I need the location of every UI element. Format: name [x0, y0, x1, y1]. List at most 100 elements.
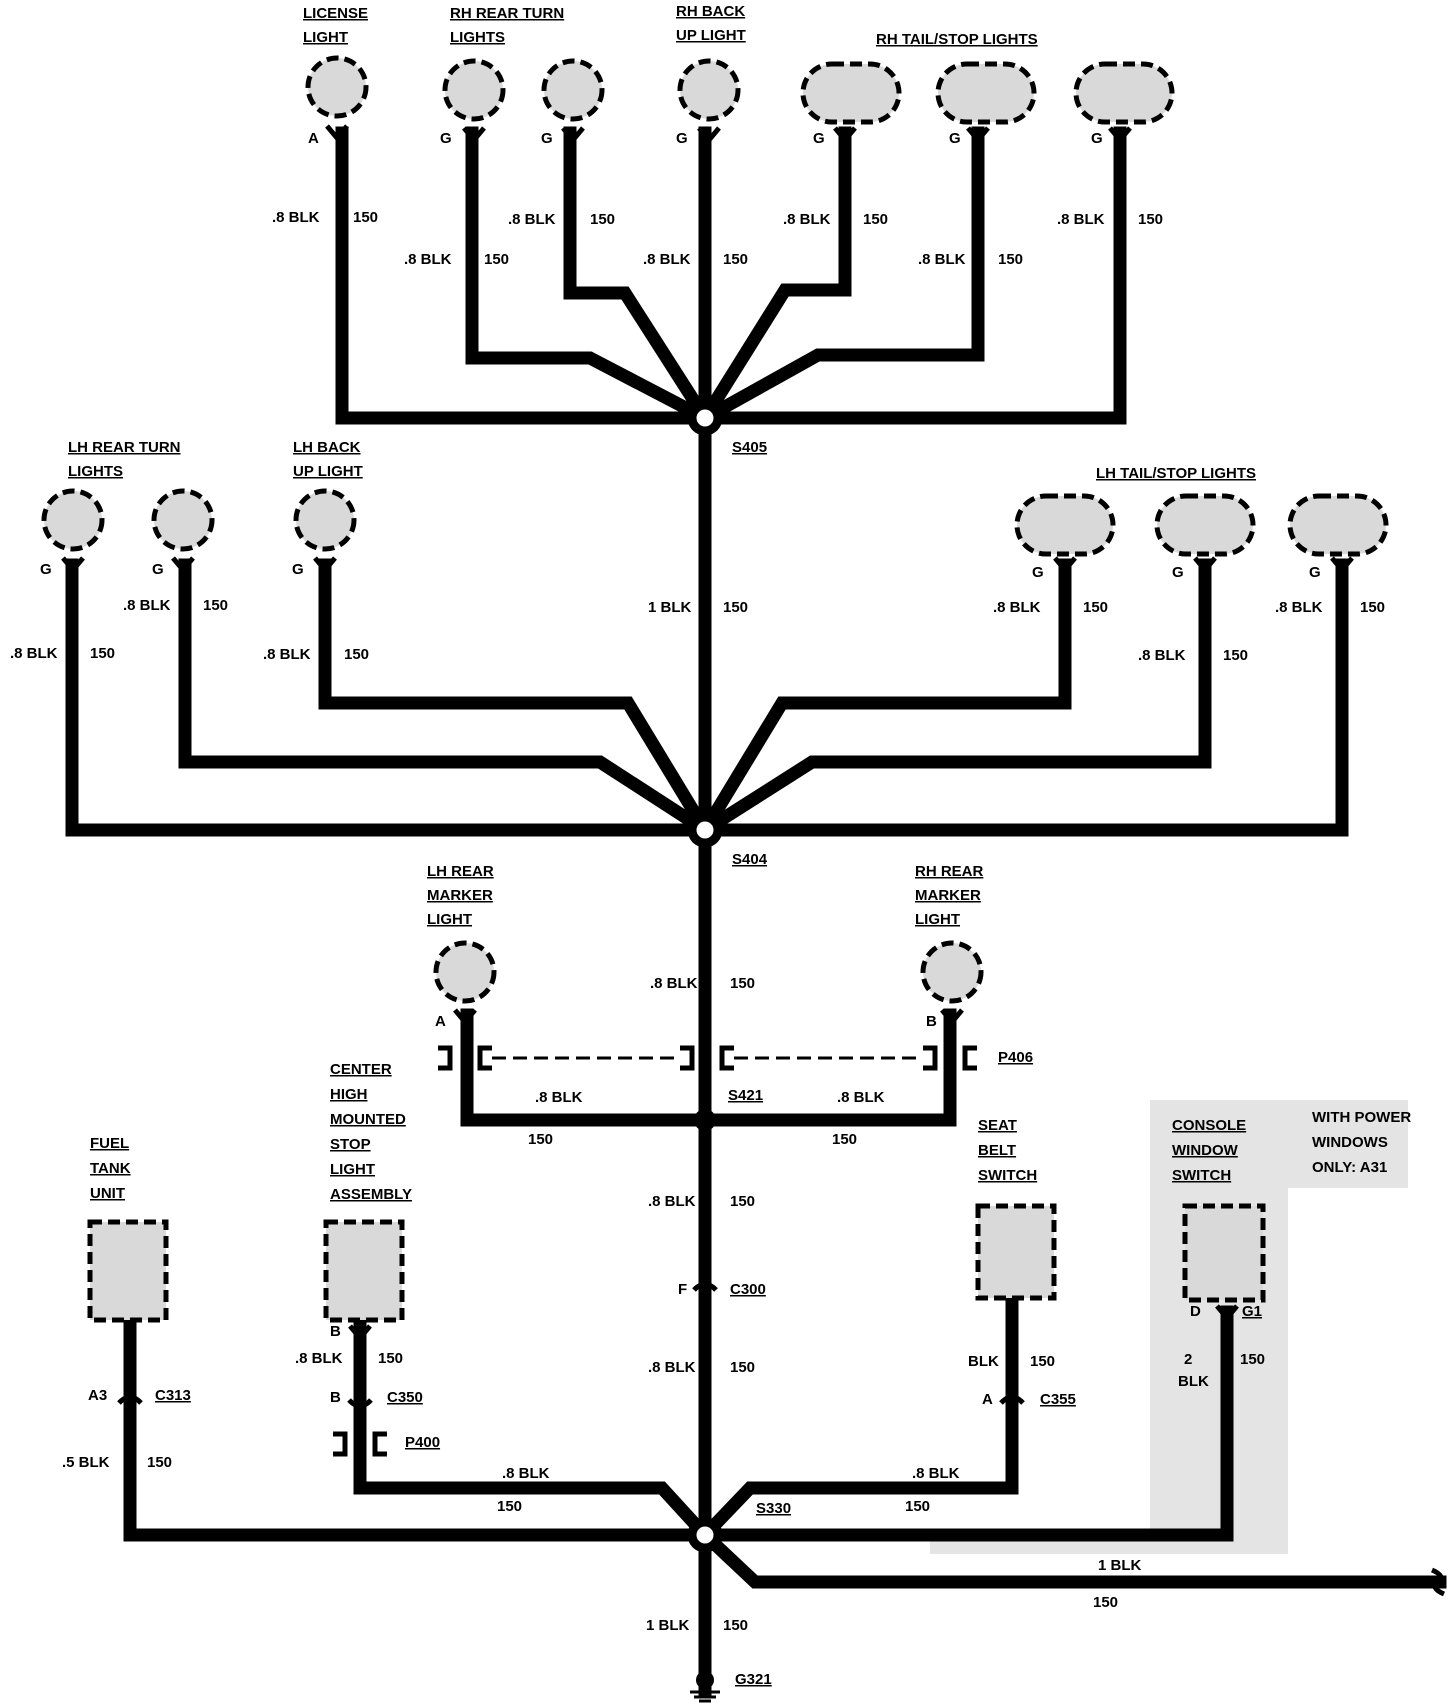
rh-tail-stop-light-1 — [800, 61, 902, 144]
console-window-label-2: WINDOW — [1172, 1142, 1239, 1159]
wire-label: .8 BLK — [272, 209, 320, 226]
g321-label: G321 — [735, 1671, 772, 1688]
splice-s405-label: S405 — [732, 439, 767, 456]
rh-rear-turn-label-2: LIGHTS — [450, 29, 505, 46]
circuit-label: 150 — [723, 599, 748, 616]
circuit-label: 150 — [1138, 211, 1163, 228]
wire-label: .8 BLK — [648, 1193, 696, 1210]
lh-tail-stop-light-1 — [1014, 493, 1116, 574]
circuit-label: 150 — [723, 251, 748, 268]
pin-label: B — [330, 1323, 341, 1340]
terminal-icon — [325, 124, 349, 142]
circuit-label: 150 — [590, 211, 615, 228]
ground-icon — [690, 1671, 720, 1703]
splice-s330 — [687, 1517, 723, 1553]
lh-tail-stop-light-3 — [1287, 493, 1389, 574]
fuel-tank-label-1: FUEL — [90, 1135, 129, 1152]
circuit-label: 150 — [723, 1617, 748, 1634]
circuit-label: 150 — [484, 251, 509, 268]
circuit-label: 150 — [353, 209, 378, 226]
lh-back-up-label-1: LH BACK — [293, 439, 361, 456]
rh-rear-marker-light — [920, 940, 984, 1026]
terminal-icon — [462, 126, 486, 144]
chmsl-assembly — [323, 1219, 405, 1323]
off-page-break-icon — [1430, 1567, 1446, 1597]
fuel-tank-label-2: TANK — [90, 1160, 131, 1177]
power-windows-note-1: WITH POWER — [1312, 1109, 1411, 1126]
pin-label: D — [1190, 1303, 1201, 1320]
lh-rear-marker-light — [433, 940, 497, 1026]
pin-label: G — [1091, 130, 1103, 147]
splice-s405 — [687, 400, 723, 436]
circuit-label: 150 — [497, 1498, 522, 1515]
c355-label: C355 — [1040, 1391, 1076, 1408]
lh-rear-turn-light-1 — [41, 488, 105, 574]
s404-branch-wires — [65, 558, 1349, 1542]
circuit-label: 150 — [863, 211, 888, 228]
pin-label: G — [440, 130, 452, 147]
terminal-icon — [966, 126, 990, 144]
circuit-label: 150 — [730, 1359, 755, 1376]
seat-belt-label-2: BELT — [978, 1142, 1016, 1159]
s421-branch-wires — [460, 1008, 957, 1127]
circuit-label: 150 — [1240, 1351, 1265, 1368]
seat-belt-label-1: SEAT — [978, 1117, 1017, 1134]
chmsl-label-3: MOUNTED — [330, 1111, 406, 1128]
chmsl-label-1: CENTER — [330, 1061, 392, 1078]
fuel-tank-unit — [87, 1219, 169, 1323]
splice-s421-label: S421 — [728, 1087, 763, 1104]
circuit-label: 150 — [998, 251, 1023, 268]
pin-label: B — [330, 1389, 341, 1406]
rh-rear-marker-label-1: RH REAR — [915, 863, 984, 880]
wire-label: .8 BLK — [650, 975, 698, 992]
wire-label: .8 BLK — [918, 251, 966, 268]
splice-s404 — [687, 812, 723, 848]
wire-label: .8 BLK — [783, 211, 831, 228]
rh-rear-turn-label-1: RH REAR TURN — [450, 5, 564, 22]
wire-label: .8 BLK — [1057, 211, 1105, 228]
wire-label: .8 BLK — [648, 1359, 696, 1376]
wire-label: .8 BLK — [837, 1089, 885, 1106]
lh-rear-marker-label-2: MARKER — [427, 887, 493, 904]
c313-connector — [117, 1394, 143, 1405]
wire-label: .8 BLK — [993, 599, 1041, 616]
circuit-label: 150 — [203, 597, 228, 614]
terminal-icon — [61, 556, 85, 574]
p400-label: P400 — [405, 1434, 440, 1451]
wire-label: .8 BLK — [123, 597, 171, 614]
circuit-label: 150 — [90, 645, 115, 662]
wire-label: BLK — [1178, 1373, 1209, 1390]
circuit-label: 150 — [1093, 1594, 1118, 1611]
terminal-icon — [348, 1324, 372, 1342]
wire-label: .8 BLK — [1138, 647, 1186, 664]
terminal-icon — [833, 126, 857, 144]
license-light-label-2: LIGHT — [303, 29, 348, 46]
chmsl-label-5: LIGHT — [330, 1161, 375, 1178]
wire-label: .8 BLK — [295, 1350, 343, 1367]
seat-belt-switch — [975, 1203, 1057, 1301]
license-light — [305, 55, 369, 142]
p400-connector — [333, 1431, 387, 1457]
c350-connector — [347, 1398, 373, 1409]
lh-back-up-light — [293, 488, 357, 574]
lh-rear-marker-label-1: LH REAR — [427, 863, 494, 880]
pin-label: B — [926, 1013, 937, 1030]
chmsl-label-6: ASSEMBLY — [330, 1186, 412, 1203]
circuit-label: 150 — [1360, 599, 1385, 616]
splice-s404-label: S404 — [732, 851, 768, 868]
pin-label: G — [813, 130, 825, 147]
pin-label: G — [1309, 564, 1321, 581]
terminal-icon — [313, 556, 337, 574]
rh-rear-turn-light-2 — [541, 58, 605, 144]
license-light-label-1: LICENSE — [303, 5, 368, 22]
rh-rear-marker-label-3: LIGHT — [915, 911, 960, 928]
pin-label: G — [1172, 564, 1184, 581]
pin-label: G — [676, 130, 688, 147]
terminal-icon — [1215, 1304, 1239, 1322]
power-windows-note-3: ONLY: A31 — [1312, 1159, 1387, 1176]
circuit-label: 150 — [730, 1193, 755, 1210]
pin-label: G — [541, 130, 553, 147]
circuit-label: 150 — [730, 975, 755, 992]
chmsl-label-4: STOP — [330, 1136, 371, 1153]
